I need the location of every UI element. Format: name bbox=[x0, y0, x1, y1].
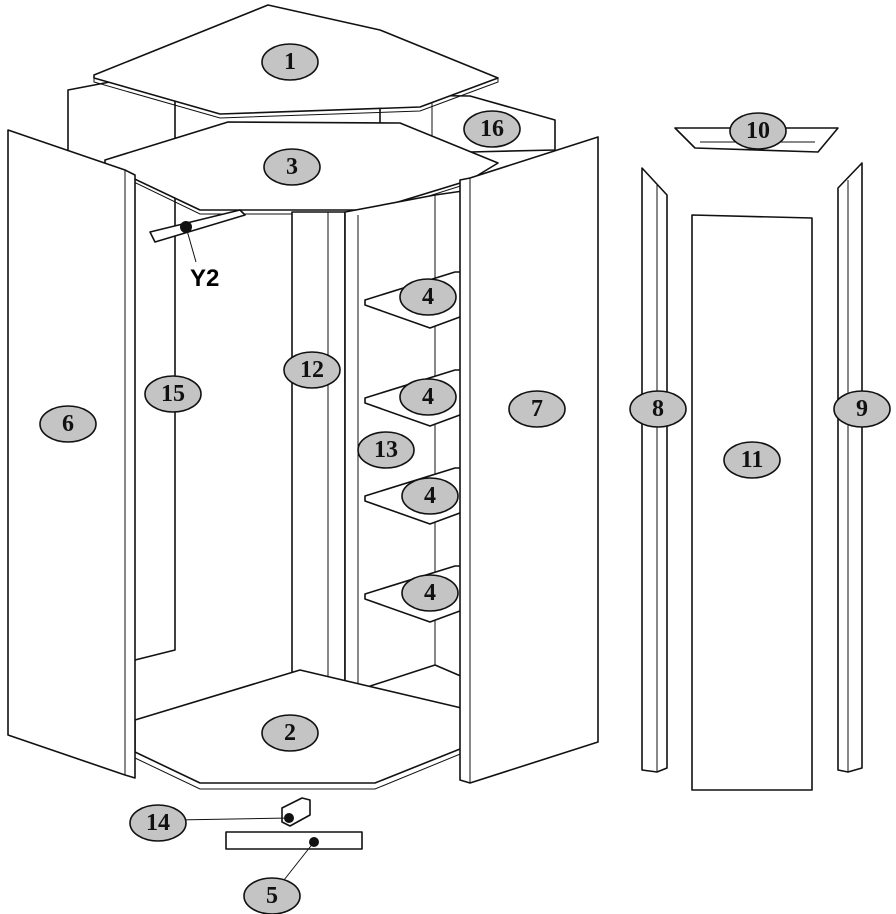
badge-right-strip: 9 bbox=[833, 390, 891, 428]
svg-text:3: 3 bbox=[286, 154, 298, 180]
badge-top-panel: 1 bbox=[261, 43, 319, 81]
badge-left-door: 6 bbox=[39, 405, 97, 443]
badge-shelf-3: 4 bbox=[401, 477, 459, 515]
badge-shelf-1: 4 bbox=[399, 278, 457, 316]
svg-text:4: 4 bbox=[422, 284, 434, 310]
right-strip bbox=[837, 162, 863, 773]
svg-text:15: 15 bbox=[161, 381, 185, 407]
badge-shelf-4: 4 bbox=[401, 574, 459, 612]
badge-shelf-2: 4 bbox=[399, 378, 457, 416]
center-partition bbox=[291, 211, 346, 691]
svg-text:1: 1 bbox=[284, 49, 296, 75]
badge-plinth: 5 bbox=[243, 877, 301, 914]
left-door bbox=[7, 129, 136, 779]
svg-text:11: 11 bbox=[741, 447, 764, 473]
badge-right-door: 7 bbox=[508, 390, 566, 428]
badge-bottom-panel: 2 bbox=[261, 714, 319, 752]
svg-text:4: 4 bbox=[424, 580, 436, 606]
svg-text:12: 12 bbox=[300, 357, 324, 383]
badge-right-back: 13 bbox=[357, 431, 415, 469]
svg-text:13: 13 bbox=[374, 437, 398, 463]
svg-text:4: 4 bbox=[424, 483, 436, 509]
badge-left-back: 15 bbox=[144, 375, 202, 413]
badge-inner-top: 3 bbox=[263, 148, 321, 186]
svg-text:16: 16 bbox=[480, 116, 504, 142]
badge-partition: 12 bbox=[283, 351, 341, 389]
badge-left-strip: 8 bbox=[629, 390, 687, 428]
badge-back-corner: 16 bbox=[463, 110, 521, 148]
svg-text:8: 8 bbox=[652, 396, 664, 422]
svg-text:5: 5 bbox=[266, 883, 278, 909]
badge-middle-door: 11 bbox=[723, 441, 781, 479]
svg-text:14: 14 bbox=[146, 810, 170, 836]
svg-text:6: 6 bbox=[62, 411, 74, 437]
hardware-label: Y2 bbox=[190, 265, 219, 292]
svg-text:10: 10 bbox=[746, 118, 770, 144]
svg-text:9: 9 bbox=[856, 396, 868, 422]
badge-cornice: 10 bbox=[729, 112, 787, 150]
plinth bbox=[225, 831, 363, 850]
svg-text:2: 2 bbox=[284, 720, 296, 746]
middle-door bbox=[691, 214, 813, 791]
svg-text:4: 4 bbox=[422, 384, 434, 410]
left-strip bbox=[641, 167, 668, 773]
svg-text:7: 7 bbox=[531, 396, 543, 422]
hanging-rail bbox=[149, 209, 246, 243]
right-door bbox=[459, 136, 599, 784]
badge-bracket: 14 bbox=[129, 804, 187, 842]
